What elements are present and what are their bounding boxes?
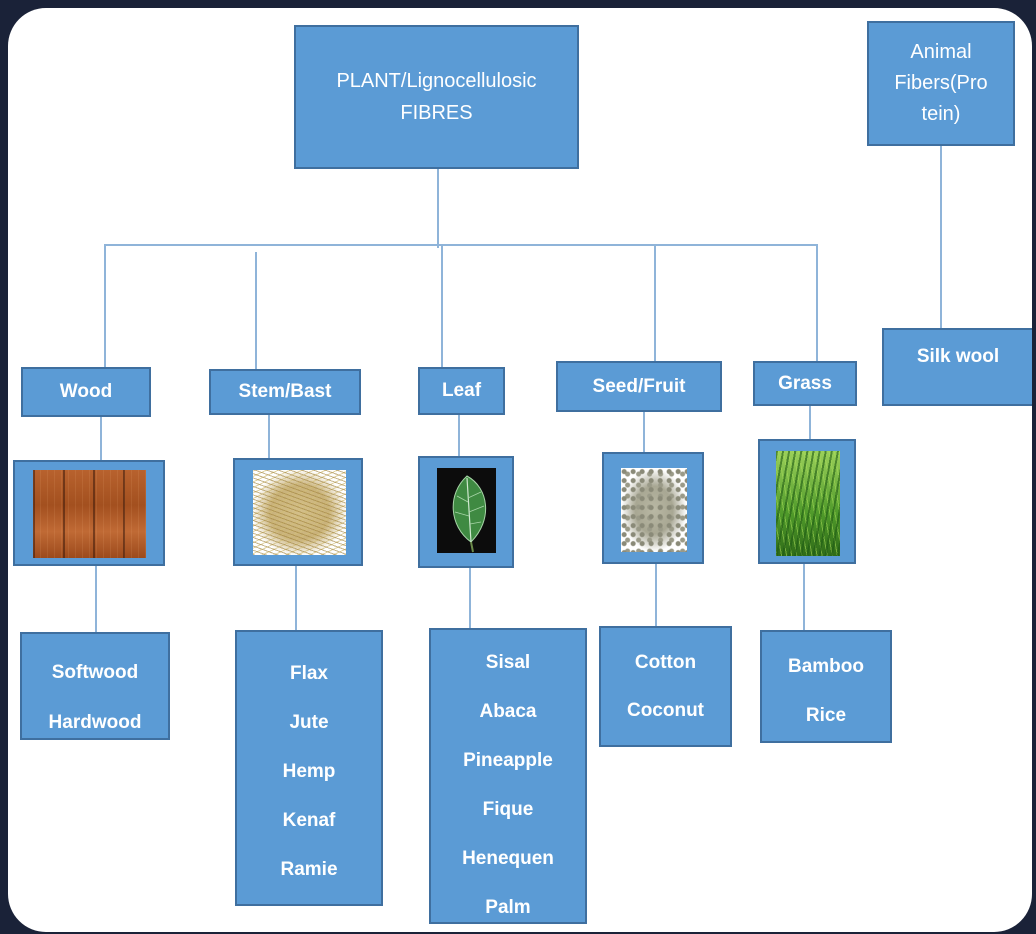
animal-fibres-box: Animal Fibers(Pro tein) bbox=[867, 21, 1015, 146]
branch-bus bbox=[104, 244, 818, 246]
list-item: Hardwood bbox=[48, 712, 142, 733]
list-item: Bamboo bbox=[788, 656, 864, 677]
diagram-canvas: PLANT/Lignocellulosic FIBRES Animal Fibe… bbox=[8, 8, 1032, 932]
leaf-icon bbox=[452, 475, 486, 553]
silk-wool-label: Silk wool bbox=[916, 346, 1000, 367]
plant-fibres-root-box: PLANT/Lignocellulosic FIBRES bbox=[294, 25, 579, 169]
root-connector bbox=[437, 168, 439, 248]
leaf-connector bbox=[441, 244, 443, 368]
bast-items-box: Flax Jute Hemp Kenaf Ramie bbox=[235, 630, 383, 906]
category-grass: Grass bbox=[753, 361, 857, 406]
root-title-line2: FIBRES bbox=[400, 102, 473, 124]
list-item: Rice bbox=[805, 705, 847, 726]
leaf-photo bbox=[437, 468, 496, 553]
list-item: Ramie bbox=[280, 859, 338, 880]
category-leaf: Leaf bbox=[418, 367, 505, 415]
grass-photo bbox=[776, 451, 840, 556]
seed-items-box: Cotton Coconut bbox=[599, 626, 732, 747]
list-item: Hemp bbox=[282, 761, 336, 782]
list-item: Sisal bbox=[485, 652, 531, 673]
grass-image-box bbox=[758, 439, 856, 564]
animal-connector bbox=[940, 146, 942, 331]
grass-img-connector bbox=[809, 406, 811, 439]
list-item: Coconut bbox=[626, 700, 705, 721]
wood-photo bbox=[33, 470, 146, 558]
wood-image-box bbox=[13, 460, 165, 566]
category-wood-label: Wood bbox=[59, 381, 113, 402]
category-leaf-label: Leaf bbox=[441, 380, 482, 401]
category-grass-label: Grass bbox=[778, 372, 832, 394]
seed-connector bbox=[654, 244, 656, 362]
category-stem-bast-label: Stem/Bast bbox=[238, 381, 332, 402]
list-item: Pineapple bbox=[463, 750, 553, 771]
list-item: Cotton bbox=[634, 652, 697, 673]
bast-connector bbox=[255, 252, 257, 370]
list-item: Kenaf bbox=[282, 810, 336, 831]
category-seed-fruit: Seed/Fruit bbox=[556, 361, 722, 412]
list-item: Flax bbox=[289, 663, 329, 684]
wood-img-connector bbox=[100, 416, 102, 461]
wood-connector bbox=[104, 244, 106, 368]
seed-image-box bbox=[602, 452, 704, 564]
wood-list-connector bbox=[95, 566, 97, 633]
animal-title-line1: Animal bbox=[910, 41, 972, 63]
leaf-img-connector bbox=[458, 414, 460, 457]
list-item: Palm bbox=[485, 897, 531, 918]
grass-connector bbox=[816, 244, 818, 368]
list-item: Henequen bbox=[462, 848, 554, 869]
wood-items-box: Softwood Hardwood bbox=[20, 632, 170, 740]
category-wood: Wood bbox=[21, 367, 151, 417]
leaf-image-box bbox=[418, 456, 514, 568]
category-stem-bast: Stem/Bast bbox=[209, 369, 361, 415]
leaf-items-box: Sisal Abaca Pineapple Fique Henequen Pal… bbox=[429, 628, 587, 924]
list-item: Jute bbox=[289, 712, 329, 733]
seed-img-connector bbox=[643, 412, 645, 453]
animal-title-line2: Fibers(Pro bbox=[894, 72, 988, 94]
list-item: Softwood bbox=[51, 662, 139, 683]
list-item: Fique bbox=[482, 799, 534, 820]
bast-img-connector bbox=[268, 414, 270, 459]
root-title-line1: PLANT/Lignocellulosic bbox=[336, 70, 537, 92]
bast-image-box bbox=[233, 458, 363, 566]
leaf-list-connector bbox=[469, 568, 471, 630]
bast-list-connector bbox=[295, 566, 297, 631]
silk-wool-box: Silk wool bbox=[882, 328, 1032, 406]
seed-list-connector bbox=[655, 564, 657, 627]
animal-title-line3: tein) bbox=[921, 103, 961, 125]
bast-fibre-photo bbox=[253, 470, 346, 555]
category-seed-fruit-label: Seed/Fruit bbox=[592, 375, 686, 397]
grass-list-connector bbox=[803, 564, 805, 631]
list-item: Abaca bbox=[479, 701, 537, 722]
grass-items-box: Bamboo Rice bbox=[760, 630, 892, 743]
seed-photo bbox=[621, 468, 687, 552]
